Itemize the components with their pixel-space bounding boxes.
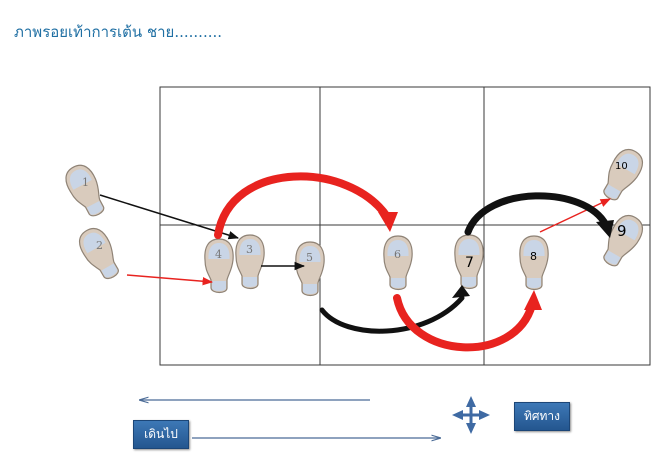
footprint-7: 7 bbox=[454, 234, 484, 290]
footprint-label: 7 bbox=[465, 255, 474, 271]
footprint-10: 10 bbox=[595, 143, 649, 206]
footprint-label: 3 bbox=[246, 243, 253, 256]
footprint-label: 6 bbox=[394, 248, 401, 261]
curved-arrows bbox=[214, 172, 614, 352]
footprint-label: 10 bbox=[615, 161, 628, 172]
black-arc-5-to-7 bbox=[319, 295, 465, 334]
walk-button[interactable]: เดินไป bbox=[133, 420, 189, 449]
footprint-label: 5 bbox=[306, 251, 313, 264]
direction-arrows bbox=[140, 400, 440, 438]
arrow-2-to-4 bbox=[126, 274, 214, 286]
four-way-arrow-icon bbox=[452, 396, 490, 434]
red-arc-4-to-6 bbox=[214, 172, 392, 239]
footprint-1: 1 bbox=[60, 159, 112, 222]
black-arc-7-to-9 bbox=[464, 192, 610, 236]
footprint-5: 5 bbox=[295, 241, 325, 297]
footprint-6: 6 bbox=[383, 235, 413, 291]
footprint-3: 3 bbox=[235, 234, 265, 290]
footprint-2: 2 bbox=[73, 222, 127, 285]
footprint-4: 4 bbox=[204, 238, 234, 294]
footprint-8: 8 bbox=[519, 235, 549, 291]
page-title: ภาพรอยเท้าการเต้น ชาย.......... bbox=[14, 23, 223, 41]
red-arc-6-to-8 bbox=[393, 294, 536, 352]
footprint-label: 4 bbox=[215, 248, 222, 261]
footprint-9: 9 bbox=[595, 209, 649, 272]
floor-grid bbox=[159, 86, 651, 366]
direction-button[interactable]: ทิศทาง bbox=[514, 402, 570, 431]
footprint-label: 8 bbox=[530, 250, 537, 263]
footprint-label: 2 bbox=[96, 239, 103, 252]
footprint-label: 9 bbox=[617, 222, 627, 240]
arrow-8-to-10 bbox=[539, 198, 611, 233]
footprint-label: 1 bbox=[82, 176, 89, 189]
